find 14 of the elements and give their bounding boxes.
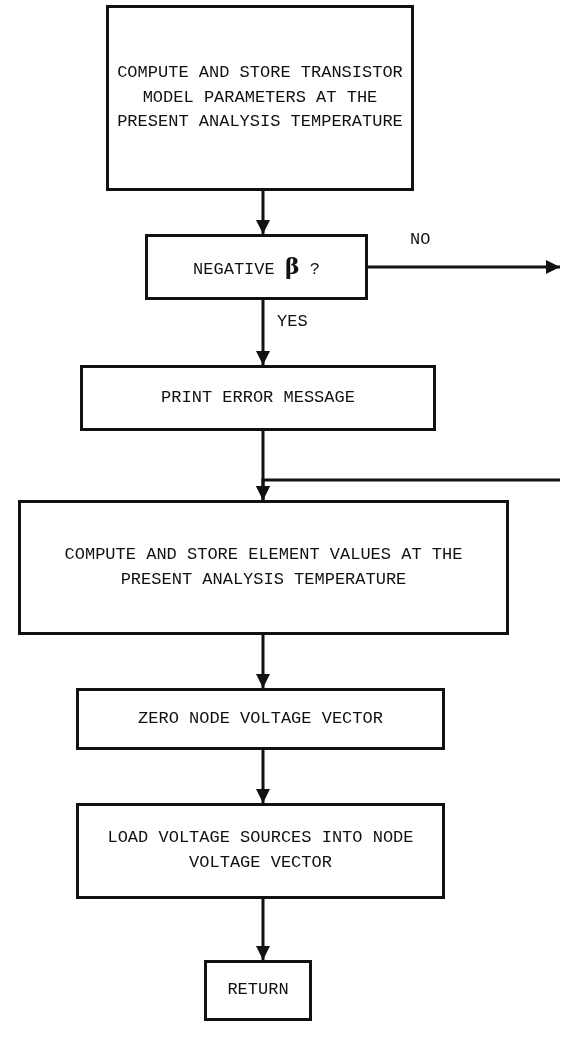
arrow [256,191,270,234]
process-box: PRINT ERROR MESSAGE [80,365,436,431]
terminal-box: RETURN [204,960,312,1021]
arrow [256,478,560,500]
process-box: COMPUTE AND STORE ELEMENT VALUES AT THE PRESENT ANALYSIS TEMPERATURE [18,500,509,635]
process-box: ZERO NODE VOLTAGE VECTOR [76,688,445,750]
arrow [256,750,270,803]
arrow [368,260,560,274]
process-box: LOAD VOLTAGE SOURCES INTO NODE VOLTAGE VECTOR [76,803,445,899]
arrow [256,635,270,688]
process-box: COMPUTE AND STORE TRANSISTOR MODEL PARAMETERS AT THE PRESENT ANALYSIS TEMPERATURE [106,5,414,191]
arrow [256,899,270,960]
decision-box: NEGATIVE β ? [145,234,368,300]
arrow [256,300,270,365]
